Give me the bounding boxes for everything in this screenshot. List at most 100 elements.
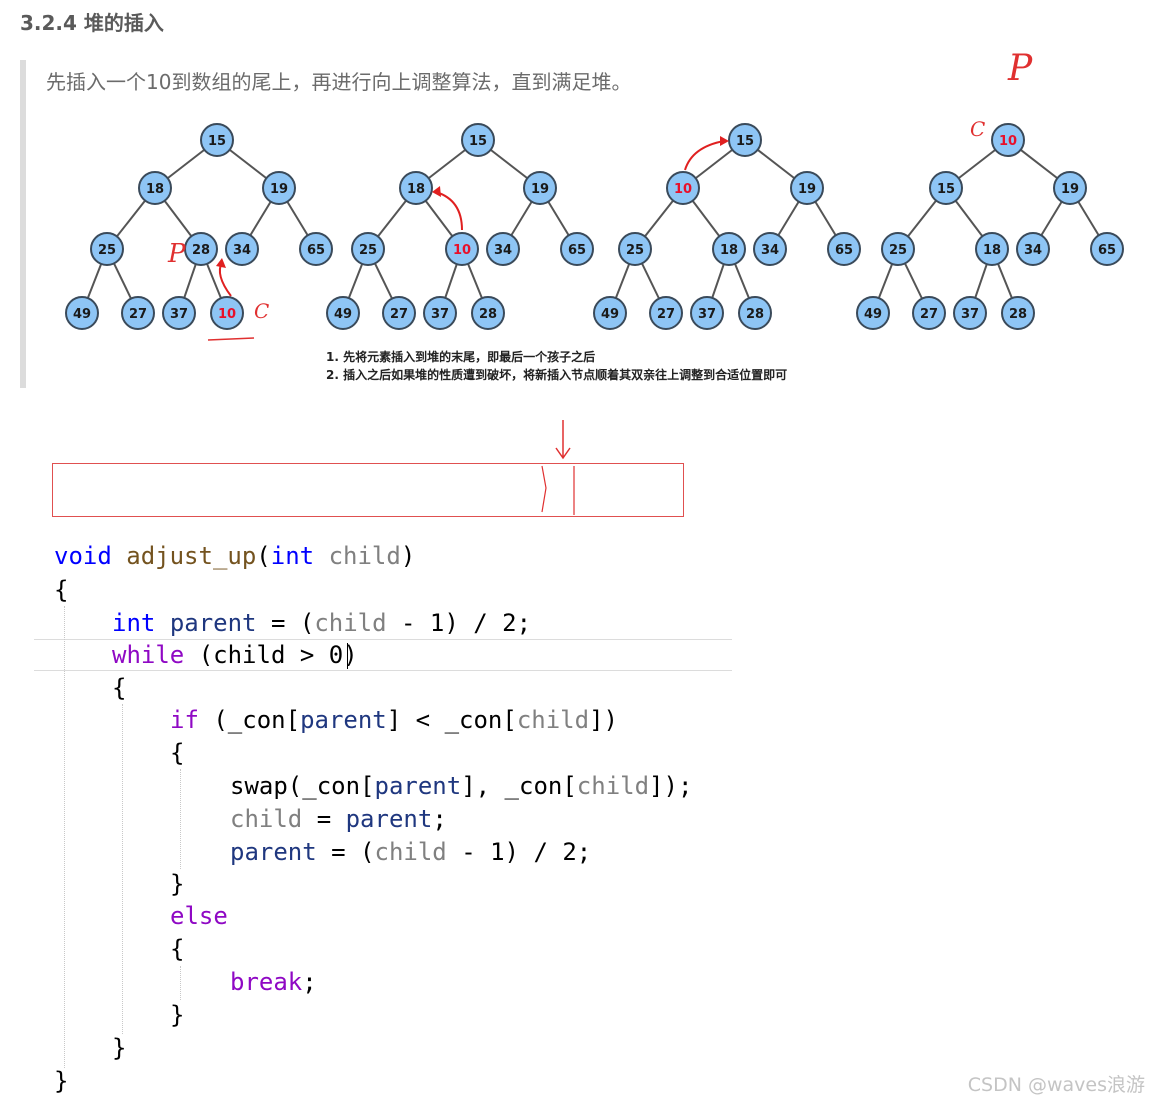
heap-node-label: 10	[218, 307, 236, 322]
heap-node	[738, 296, 772, 330]
handwritten-mark	[541, 465, 547, 513]
handwritten-mark: P	[167, 239, 186, 269]
heap-node	[975, 232, 1009, 266]
swap-arrow-head	[720, 136, 729, 146]
heap-node-label: 15	[469, 134, 487, 149]
handwritten-mark: C	[970, 117, 985, 141]
diagram-note-2: 2. 插入之后如果堆的性质遭到破坏，将新插入节点顺着其双亲往上调整到合适位置即可	[326, 368, 788, 382]
code-line: int parent = (child - 1) / 2;	[112, 609, 532, 637]
heap-node-label: 27	[657, 307, 675, 322]
handwritten-mark: C	[254, 299, 269, 323]
code-line: if (_con[parent] < _con[child])	[170, 706, 618, 734]
heap-node	[666, 171, 700, 205]
diagram-note-1: 1. 先将元素插入到堆的末尾，即最后一个孩子之后	[326, 350, 596, 364]
code-line: break;	[230, 968, 317, 996]
heap-node-label: 37	[961, 307, 979, 322]
heap-node-label: 27	[390, 307, 408, 322]
heap-node-label: 28	[479, 307, 497, 322]
code-line: swap(_con[parent], _con[child]);	[230, 772, 693, 800]
heap-node-label: 65	[835, 243, 853, 258]
indent-guide	[64, 606, 65, 1068]
swap-arrow-head	[216, 258, 226, 268]
heap-node	[929, 171, 963, 205]
heap-node	[200, 123, 234, 157]
indent-guide	[180, 966, 181, 1000]
heap-node	[523, 171, 557, 205]
heap-node	[790, 171, 824, 205]
heap-node-label: 25	[98, 243, 116, 258]
blockquote-bar	[20, 60, 26, 388]
heap-node	[953, 296, 987, 330]
heap-node	[461, 123, 495, 157]
code-line: }	[54, 1067, 69, 1095]
heap-node-label: 18	[146, 182, 164, 197]
heap-node	[138, 171, 172, 205]
code-line: {	[54, 576, 69, 604]
heap-node-label: 18	[407, 182, 425, 197]
heap-node	[1053, 171, 1087, 205]
code-line: }	[170, 870, 185, 898]
heap-node-label: 49	[601, 307, 619, 322]
heap-node-label: 19	[1061, 182, 1079, 197]
heap-node-label: 65	[568, 243, 586, 258]
heap-node	[690, 296, 724, 330]
heap-node	[560, 232, 594, 266]
heap-node	[382, 296, 416, 330]
watermark: CSDN @waves浪游	[967, 1074, 1145, 1096]
handwritten-underline	[207, 337, 255, 341]
code-line: void adjust_up(int child)	[54, 542, 416, 570]
swap-arrow	[684, 140, 725, 171]
heap-node	[618, 232, 652, 266]
heap-node-label: 37	[170, 307, 188, 322]
heap-node-label: 15	[208, 134, 226, 149]
heap-node	[486, 232, 520, 266]
heap-node-label: 65	[307, 243, 325, 258]
heap-node	[649, 296, 683, 330]
heap-node-label: 27	[920, 307, 938, 322]
section-heading: 3.2.4 堆的插入	[20, 11, 164, 35]
heap-node	[262, 171, 296, 205]
heap-node	[856, 296, 890, 330]
heap-node-label: 18	[720, 243, 738, 258]
heap-node	[326, 296, 360, 330]
handwritten-arrow	[555, 420, 571, 460]
heap-node-label: 18	[983, 243, 1001, 258]
heap-node-label: 10	[674, 182, 692, 197]
heap-node	[881, 232, 915, 266]
blockquote-text: 先插入一个10到数组的尾上，再进行向上调整算法，直到满足堆。	[46, 70, 632, 94]
heap-node-label: 37	[431, 307, 449, 322]
heap-node	[991, 123, 1025, 157]
heap-node-label: 49	[334, 307, 352, 322]
handwritten-mark: P	[1007, 48, 1033, 89]
heap-node-label: 10	[999, 134, 1017, 149]
heap-node-label: 34	[1024, 243, 1042, 258]
heap-node	[445, 232, 479, 266]
heap-node	[90, 232, 124, 266]
heap-node-label: 25	[889, 243, 907, 258]
swap-arrow	[435, 191, 463, 231]
heap-node	[225, 232, 259, 266]
indent-guide	[180, 769, 181, 869]
code-line: else	[170, 902, 228, 930]
heap-node	[1016, 232, 1050, 266]
code-line: {	[112, 674, 127, 702]
heap-node-label: 49	[864, 307, 882, 322]
heap-node-label: 19	[531, 182, 549, 197]
heap-node-label: 28	[746, 307, 764, 322]
annotation-box	[52, 463, 684, 517]
heap-node	[210, 296, 244, 330]
heap-node	[351, 232, 385, 266]
code-line: }	[112, 1034, 127, 1062]
heap-node-label: 28	[1009, 307, 1027, 322]
swap-arrow-head	[432, 186, 441, 197]
heap-node	[162, 296, 196, 330]
heap-node	[471, 296, 505, 330]
heap-node-label: 34	[761, 243, 779, 258]
heap-node	[728, 123, 762, 157]
code-line: parent = (child - 1) / 2;	[230, 838, 592, 866]
heap-node-label: 10	[453, 243, 471, 258]
code-line: }	[170, 1001, 185, 1029]
heap-node-label: 19	[798, 182, 816, 197]
code-line: {	[170, 935, 185, 963]
heap-node-label: 28	[192, 243, 210, 258]
